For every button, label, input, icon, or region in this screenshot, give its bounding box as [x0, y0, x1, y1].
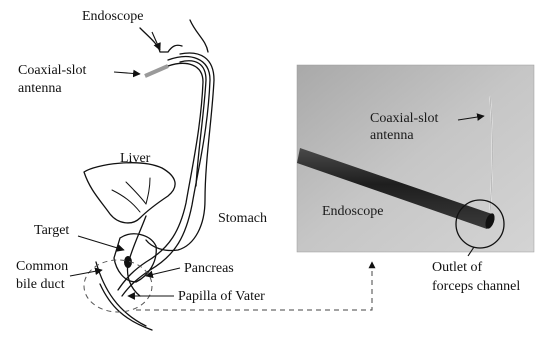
label-stomach: Stomach	[218, 211, 267, 226]
label-endoscope: Endoscope	[82, 9, 143, 24]
photo-label-coaxial-line1: Coaxial-slot	[370, 111, 439, 126]
photo-panel: Coaxial-slot antenna Endoscope	[297, 65, 534, 252]
label-liver: Liver	[120, 151, 151, 166]
label-common-line1: Common	[16, 259, 68, 274]
head-outline	[190, 20, 208, 52]
photo-label-coaxial-line2: antenna	[370, 128, 414, 143]
face-outline	[140, 28, 182, 52]
label-coaxial-line2: antenna	[18, 81, 62, 96]
arrow-coaxial	[114, 72, 140, 74]
antenna-tip	[145, 66, 168, 76]
arrow-bile-duct	[70, 270, 102, 276]
stomach-outline	[146, 53, 214, 251]
label-outlet-line2: forceps channel	[432, 279, 520, 294]
arrow-target	[78, 236, 124, 250]
photo-background	[297, 65, 534, 252]
label-outlet-line1: Outlet of	[432, 260, 482, 275]
label-common-line2: bile duct	[16, 277, 65, 292]
liver-vessel	[146, 178, 150, 204]
label-papilla: Papilla of Vater	[178, 289, 265, 304]
label-target: Target	[34, 223, 69, 238]
bile-duct	[128, 216, 147, 296]
liver-vessel	[112, 190, 140, 212]
label-pancreas: Pancreas	[184, 261, 234, 276]
liver-outline	[84, 163, 175, 223]
label-coaxial-line1: Coaxial-slot	[18, 63, 87, 78]
photo-label-endoscope: Endoscope	[322, 204, 383, 219]
